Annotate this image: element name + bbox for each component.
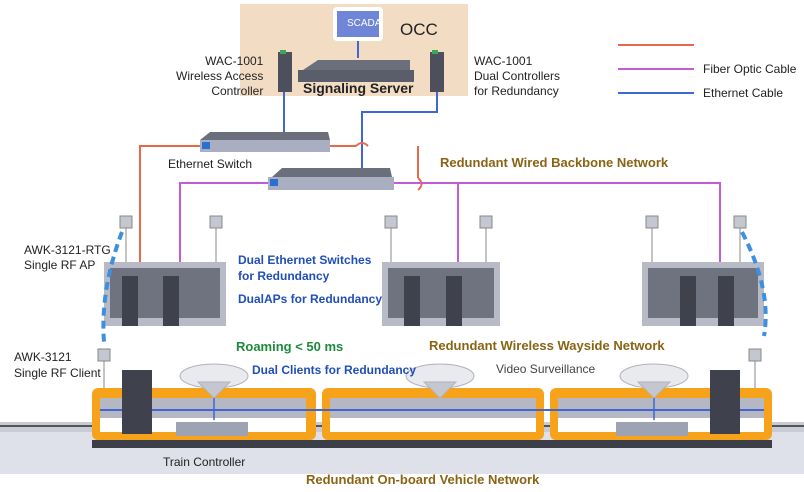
fiber-purple-left (179, 182, 272, 270)
occ-title: OCC (400, 20, 438, 39)
controller-right-device (430, 52, 444, 92)
dual-clients-label: Dual Clients for Redundancy (252, 363, 417, 377)
controller-left-label: WAC-1001 Wireless Access Controller (176, 54, 263, 99)
legend-fiber-optic: Fiber Optic Cable (703, 62, 797, 76)
ap-cabinet-right (642, 262, 764, 326)
train-controller-device (176, 422, 248, 436)
controller-right-led (432, 50, 438, 54)
fiber-red-left (139, 145, 200, 270)
client-right-device (710, 370, 740, 434)
switch-1-port-block (202, 142, 210, 149)
controller-right-desc2: for Redundancy (474, 84, 559, 98)
switch-2-port-block (270, 179, 278, 186)
dual-aps-label: DualAPs for Redundancy (238, 292, 383, 306)
client-model-label: AWK-3121 (14, 350, 72, 364)
controller-left-led (280, 50, 286, 54)
ethernet-link-right (361, 92, 438, 170)
ap-model-label: AWK-3121-RTG (24, 243, 111, 257)
train (92, 388, 772, 448)
switch-1-top (200, 132, 330, 140)
ethernet-switch-1 (200, 140, 330, 152)
scada-label: SCADA (347, 18, 382, 29)
ap-cabinet-left (104, 262, 226, 326)
controller-right-model: WAC-1001 (474, 54, 533, 68)
roaming-label: Roaming < 50 ms (236, 339, 344, 354)
switch-2-top (272, 168, 392, 177)
dual-switches-label-1: Dual Ethernet Switches (238, 253, 372, 267)
signaling-server-label: Signaling Server (303, 80, 414, 96)
ethernet-switch-2 (268, 177, 394, 190)
wireless-link-left (101, 231, 124, 343)
client-desc-label: Single RF Client (14, 366, 101, 380)
fiber-purple-main (392, 182, 721, 270)
controller-left-device (278, 52, 292, 92)
scada-screen (337, 11, 379, 37)
client-left-device (122, 370, 152, 434)
controller-left-desc: Wireless Access (176, 69, 264, 83)
controller-left-desc2: Controller (211, 84, 264, 98)
onboard-network-label: Redundant On-board Vehicle Network (306, 472, 540, 487)
ethernet-switch-label: Ethernet Switch (168, 157, 253, 171)
legend-ethernet: Ethernet Cable (703, 86, 784, 100)
video-surveillance-label: Video Surveillance (496, 362, 596, 376)
wireless-wayside-label: Redundant Wireless Wayside Network (429, 338, 665, 353)
controller-left-model: WAC-1001 (205, 54, 264, 68)
wired-backbone-label: Redundant Wired Backbone Network (440, 155, 669, 170)
cameras (179, 363, 689, 399)
controller-right-desc: Dual Controllers (474, 69, 561, 83)
train-controller-label: Train Controller (163, 455, 246, 469)
ap-cabinet-middle (382, 262, 500, 326)
dual-switches-label-2: for Redundancy (238, 269, 330, 283)
wayside-antennas (97, 215, 762, 390)
controller-right-label: WAC-1001 Dual Controllers for Redundancy (474, 54, 560, 99)
train-controller-device-2 (616, 422, 688, 436)
wireless-link-right (740, 231, 768, 337)
ap-desc-label: Single RF AP (24, 258, 96, 272)
signaling-server-device (298, 70, 414, 82)
server-top (300, 60, 410, 72)
fiber-red-hop (355, 142, 369, 147)
